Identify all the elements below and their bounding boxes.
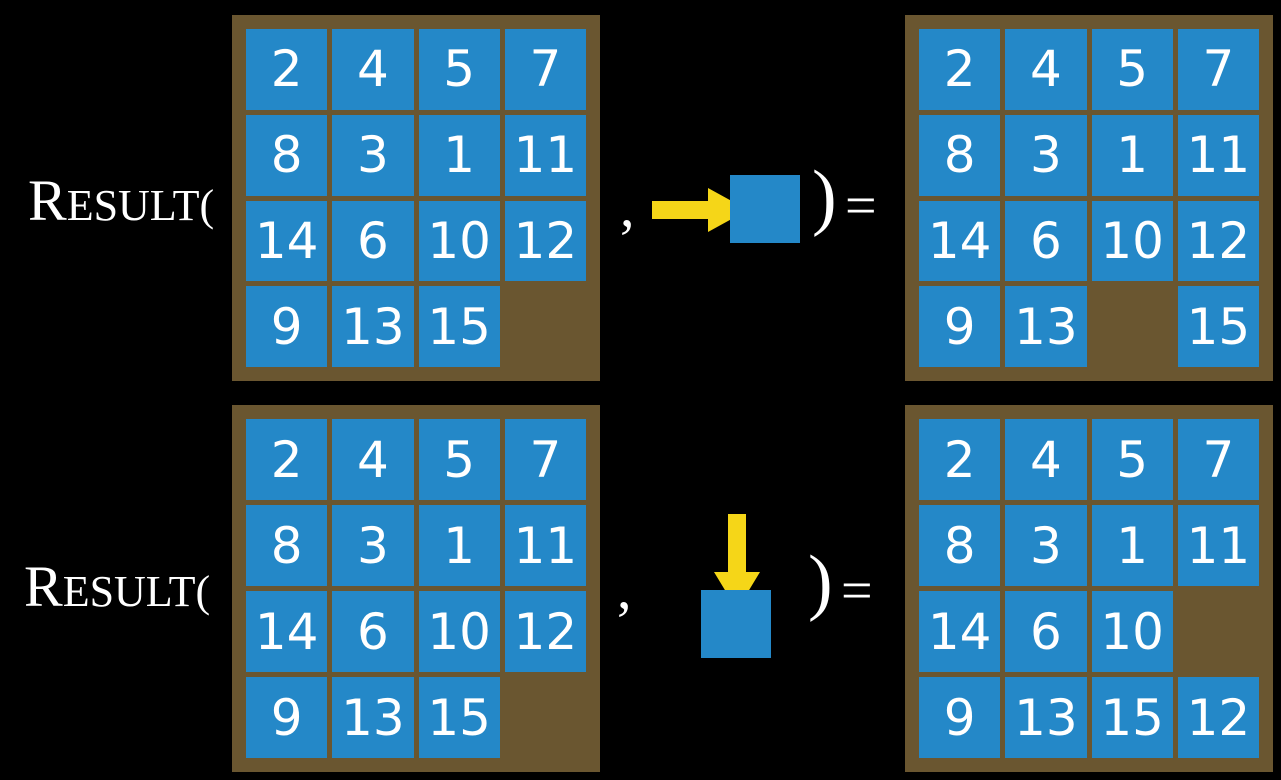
puzzle-tile[interactable]: 3 bbox=[332, 114, 414, 196]
puzzle-tile[interactable]: 14 bbox=[246, 200, 328, 282]
puzzle-tile[interactable]: 5 bbox=[418, 419, 500, 500]
puzzle-tile[interactable]: 8 bbox=[919, 114, 1001, 196]
puzzle-tile[interactable]: 2 bbox=[246, 29, 328, 110]
puzzle-tile[interactable]: 4 bbox=[1005, 29, 1087, 110]
puzzle-tile[interactable]: 13 bbox=[1005, 677, 1087, 758]
puzzle-tile[interactable]: 11 bbox=[1177, 114, 1259, 196]
blank-tile-icon-row1 bbox=[730, 175, 800, 243]
puzzle-tile[interactable]: 12 bbox=[1177, 200, 1259, 282]
puzzle-tile[interactable]: 10 bbox=[418, 200, 500, 282]
puzzle-tile[interactable]: 3 bbox=[332, 505, 414, 586]
puzzle-tile[interactable]: 13 bbox=[1005, 286, 1087, 367]
result-label-row2: RESULT( bbox=[24, 558, 210, 616]
puzzle-tile[interactable]: 6 bbox=[332, 200, 414, 282]
puzzle-tile[interactable]: 4 bbox=[332, 29, 414, 110]
puzzle-tile[interactable]: 7 bbox=[504, 419, 586, 500]
puzzle-tile-blank bbox=[1178, 591, 1259, 672]
puzzle-tile[interactable]: 3 bbox=[1005, 114, 1087, 196]
puzzle-tile[interactable]: 3 bbox=[1005, 505, 1087, 586]
equals-sign-row2: = bbox=[841, 560, 873, 622]
result-label-row2-initial: R bbox=[24, 554, 63, 619]
puzzle-tile[interactable]: 10 bbox=[1091, 591, 1173, 672]
puzzle-tile[interactable]: 10 bbox=[418, 591, 500, 672]
puzzle-tile[interactable]: 12 bbox=[504, 591, 586, 672]
puzzle-tile[interactable]: 11 bbox=[504, 505, 586, 586]
result-label-row1-initial: R bbox=[28, 168, 67, 233]
puzzle-tile[interactable]: 8 bbox=[246, 114, 328, 196]
puzzle-tile[interactable]: 5 bbox=[1091, 419, 1173, 500]
close-paren-row2: ) bbox=[808, 541, 833, 623]
puzzle-tile[interactable]: 7 bbox=[1177, 29, 1259, 110]
puzzle-tile[interactable]: 9 bbox=[919, 677, 1001, 758]
puzzle-tile[interactable]: 1 bbox=[1091, 505, 1173, 586]
puzzle-tile[interactable]: 5 bbox=[418, 29, 500, 110]
puzzle-tile[interactable]: 9 bbox=[919, 286, 1001, 367]
puzzle-tile[interactable]: 14 bbox=[919, 200, 1001, 282]
comma-separator-row1: , bbox=[620, 174, 635, 239]
puzzle-tile[interactable]: 1 bbox=[418, 505, 500, 586]
puzzle-tile[interactable]: 2 bbox=[246, 419, 328, 500]
puzzle-tile[interactable]: 4 bbox=[332, 419, 414, 500]
puzzle-tile[interactable]: 5 bbox=[1091, 29, 1173, 110]
puzzle-tile-blank bbox=[1092, 286, 1173, 367]
puzzle-tile[interactable]: 6 bbox=[1005, 591, 1087, 672]
puzzle-tile[interactable]: 8 bbox=[246, 505, 328, 586]
puzzle-tile[interactable]: 1 bbox=[418, 114, 500, 196]
puzzle-tile[interactable]: 12 bbox=[1177, 677, 1259, 758]
puzzle-tile[interactable]: 7 bbox=[1177, 419, 1259, 500]
puzzle-tile-blank bbox=[505, 286, 586, 367]
blank-tile-icon-row2 bbox=[701, 590, 771, 658]
arrow-right-icon bbox=[652, 188, 748, 232]
puzzle-tile[interactable]: 11 bbox=[1177, 505, 1259, 586]
puzzle-tile[interactable]: 9 bbox=[246, 677, 328, 758]
puzzle-tile[interactable]: 6 bbox=[332, 591, 414, 672]
puzzle-tile[interactable]: 4 bbox=[1005, 419, 1087, 500]
puzzle-tile-blank bbox=[505, 677, 586, 758]
puzzle-tile[interactable]: 13 bbox=[332, 677, 414, 758]
puzzle-tile[interactable]: 12 bbox=[504, 200, 586, 282]
equals-sign-row1: = bbox=[845, 175, 877, 237]
puzzle-tile[interactable]: 2 bbox=[919, 29, 1001, 110]
puzzle-tile[interactable]: 15 bbox=[418, 286, 500, 367]
puzzle-tile[interactable]: 2 bbox=[919, 419, 1001, 500]
puzzle-tile[interactable]: 13 bbox=[332, 286, 414, 367]
puzzle-tile[interactable]: 8 bbox=[919, 505, 1001, 586]
comma-separator-row2: , bbox=[617, 556, 632, 621]
puzzle-tile[interactable]: 15 bbox=[1177, 286, 1259, 367]
puzzle-tile[interactable]: 14 bbox=[246, 591, 328, 672]
puzzle-tile[interactable]: 15 bbox=[1091, 677, 1173, 758]
puzzle-tile[interactable]: 14 bbox=[919, 591, 1001, 672]
puzzle-tile[interactable]: 1 bbox=[1091, 114, 1173, 196]
puzzle-tile[interactable]: 7 bbox=[504, 29, 586, 110]
result-label-row1: RESULT( bbox=[28, 172, 214, 230]
puzzle-tile[interactable]: 11 bbox=[504, 114, 586, 196]
result-label-row1-rest: ESULT( bbox=[66, 181, 215, 230]
puzzle-tile[interactable]: 10 bbox=[1091, 200, 1173, 282]
close-paren-row1: ) bbox=[812, 156, 837, 238]
arrow-down-icon bbox=[714, 514, 760, 610]
puzzle-tile[interactable]: 9 bbox=[246, 286, 328, 367]
puzzle-tile[interactable]: 15 bbox=[418, 677, 500, 758]
result-label-row2-rest: ESULT( bbox=[62, 567, 211, 616]
puzzle-tile[interactable]: 6 bbox=[1005, 200, 1087, 282]
